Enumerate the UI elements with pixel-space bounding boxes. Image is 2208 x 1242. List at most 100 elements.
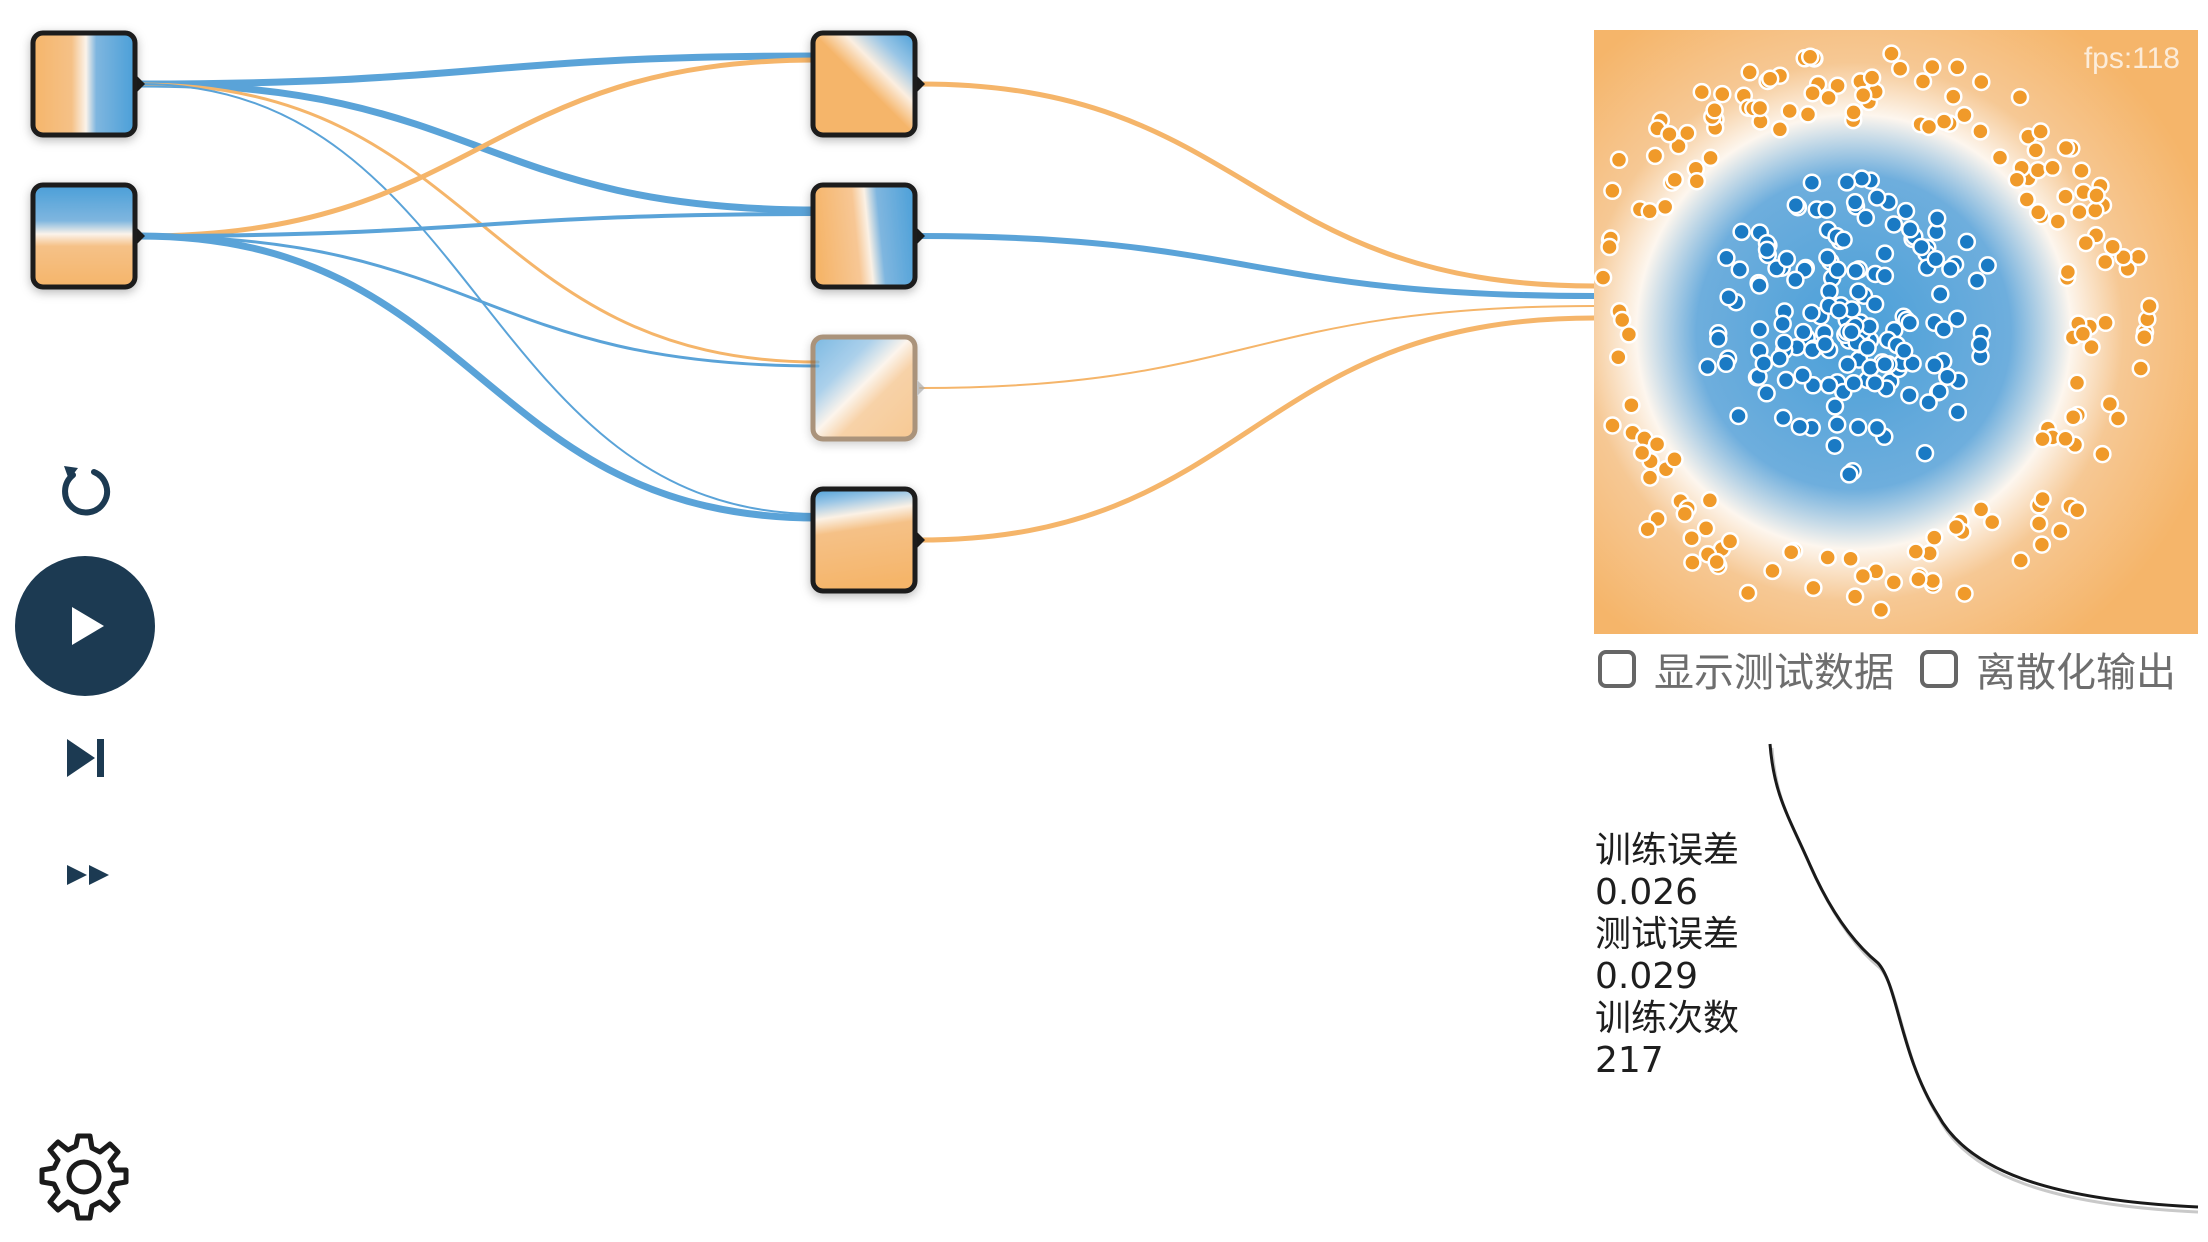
link-h2-out [917,233,1597,299]
train-loss-curve [1768,743,2199,1209]
data-point [1844,373,1863,393]
data-point [1919,117,1939,137]
loss-chart [1768,743,2199,1214]
network-links [136,52,1597,543]
step-button[interactable] [58,730,114,786]
data-point [1740,63,1759,82]
show-test-data-box[interactable] [1598,650,1636,688]
data-point [1906,542,1926,561]
data-point [1971,122,1990,141]
data-point [1853,566,1873,586]
play-button[interactable] [15,556,155,696]
data-point [1930,382,1949,401]
data-point [2010,87,2030,107]
data-point [1660,124,1679,144]
link-in2-h4 [136,232,822,522]
discretize-output-label: 离散化输出 [1976,650,2176,696]
data-point [1982,512,2002,532]
data-point [1875,244,1895,263]
data-point [1846,261,1865,281]
hidden-neuron-2[interactable] [810,182,925,290]
data-point [1894,341,1914,361]
data-point [2056,187,2075,206]
reset-icon [62,466,110,516]
data-point [1931,284,1950,304]
data-point [1773,314,1792,334]
data-point [1682,528,1701,548]
data-point [1713,84,1732,104]
input-neuron-2[interactable] [30,182,145,290]
data-point [1776,370,1796,390]
data-point [2056,429,2075,449]
data-point [2103,237,2122,256]
data-point [1645,146,1665,166]
discretize-output-checkbox[interactable]: 离散化输出 [1920,640,2176,698]
data-point [1990,148,2010,167]
data-point [1750,276,1769,295]
hidden-neuron-3[interactable] [810,334,925,442]
link-in1-h3 [138,82,820,364]
fast-forward-button[interactable] [60,860,116,890]
discretize-output-box[interactable] [1920,650,1958,688]
data-point [2033,489,2052,509]
data-point [1834,230,1853,250]
show-test-data-checkbox[interactable]: 显示测试数据 [1598,640,1894,698]
training-points-blue [1698,169,1997,484]
data-point [1825,397,1845,416]
data-point [1875,354,1895,374]
data-point [1867,418,1887,438]
data-point [1603,181,1622,201]
data-point [1845,193,1865,212]
data-point [2051,521,2070,541]
epochs-label: 训练次数 [1595,998,1740,1039]
data-point [2068,500,2087,520]
data-point [2082,337,2101,357]
data-point [2114,247,2133,267]
data-point [2140,296,2159,316]
data-point [1903,354,1922,373]
data-point [2029,514,2049,533]
data-point [1647,434,1667,454]
link-in1-h4 [139,83,819,515]
data-point [1853,85,1873,105]
data-point [2048,212,2068,231]
data-point [1773,408,1793,428]
data-point [2033,429,2052,449]
data-point [1632,443,1652,463]
hidden-neuron-4[interactable] [810,486,925,594]
link-in2-h2 [138,212,820,238]
data-point [1716,354,1736,374]
data-point [1786,195,1806,215]
link-h4-out [917,315,1597,543]
data-point [1818,548,1837,567]
link-in2-h3 [138,234,820,368]
data-point [1934,320,1954,339]
data-point [1750,320,1770,339]
training-points-orange [1593,44,2159,620]
data-point [2032,535,2052,554]
data-point [1709,329,1728,349]
data-point [1856,208,1876,228]
data-point [1732,222,1751,242]
data-point [1867,188,1887,207]
hidden-neuron-1[interactable] [810,30,925,138]
reset-button[interactable] [52,456,116,520]
data-point [1730,260,1750,279]
data-point [1640,202,1659,221]
data-point [1655,197,1675,217]
data-point [1793,366,1812,385]
data-point [1858,338,1877,358]
data-point [1760,69,1780,88]
data-point [2007,170,2027,189]
input-neuron-1[interactable] [30,30,145,138]
output-heatmap [1593,30,2198,634]
data-point [1609,347,1628,367]
data-point [1719,287,1738,307]
data-point [1619,325,1639,344]
data-point [1600,237,1619,257]
data-point [2093,444,2112,464]
settings-button[interactable] [36,1128,132,1224]
data-point [1865,294,1885,314]
data-point [1890,59,1910,78]
data-point [1800,47,1820,67]
